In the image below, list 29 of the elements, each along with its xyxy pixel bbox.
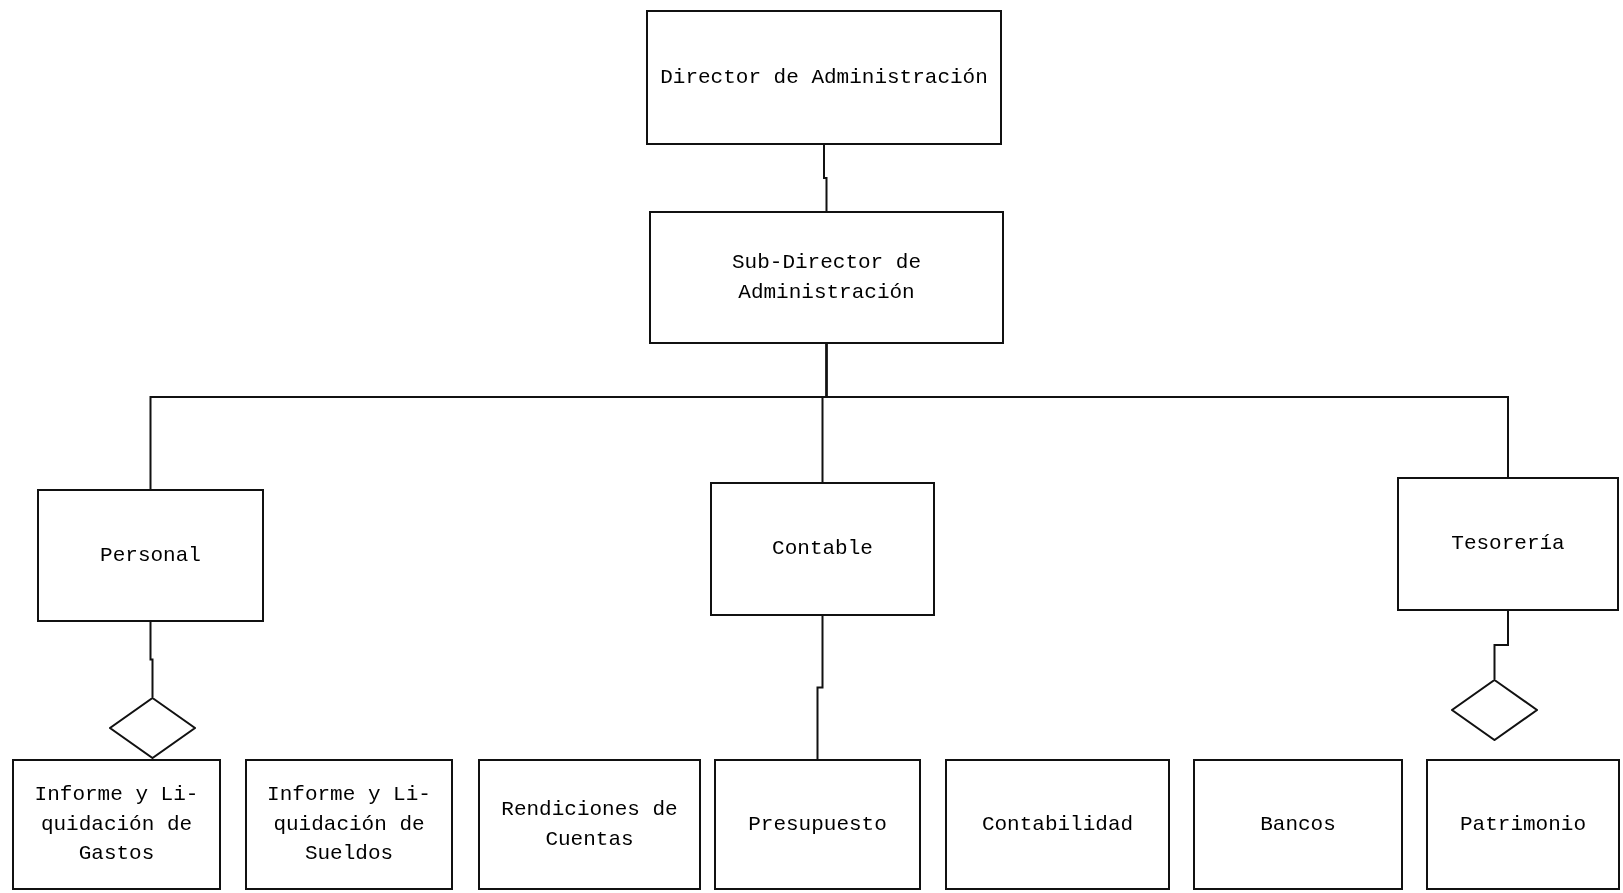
connector-line bbox=[816, 615, 824, 760]
org-box bbox=[1426, 759, 1620, 890]
box-label: Rendiciones de Cuentas bbox=[500, 797, 679, 853]
box-label: Personal bbox=[100, 542, 201, 569]
org-box bbox=[245, 759, 453, 890]
connector-line bbox=[825, 343, 1509, 478]
connector-line bbox=[823, 144, 828, 212]
org-box bbox=[649, 211, 1004, 344]
box-label: Tesorería bbox=[1451, 531, 1565, 558]
org-box bbox=[646, 10, 1002, 145]
org-box bbox=[1193, 759, 1403, 890]
box-label: Informe y Li- quidación de Gastos bbox=[33, 782, 200, 868]
org-box bbox=[478, 759, 701, 890]
decision-diamond bbox=[1451, 679, 1538, 741]
connector-line bbox=[149, 621, 154, 698]
box-label: Presupuesto bbox=[748, 811, 887, 838]
box-label: Informe y Li- quidación de Sueldos bbox=[266, 782, 432, 868]
org-box bbox=[37, 489, 264, 622]
box-label: Contabilidad bbox=[981, 811, 1134, 838]
box-label: Contable bbox=[772, 536, 873, 563]
org-box bbox=[714, 759, 921, 890]
org-box bbox=[945, 759, 1170, 890]
box-label: Director de Administración bbox=[660, 64, 988, 91]
org-box bbox=[1397, 477, 1619, 611]
box-label: Bancos bbox=[1260, 811, 1336, 838]
connector-line bbox=[1493, 610, 1509, 680]
org-box bbox=[710, 482, 935, 616]
box-label: Patrimonio bbox=[1460, 811, 1586, 838]
box-label: Sub-Director de Administración bbox=[731, 250, 922, 306]
